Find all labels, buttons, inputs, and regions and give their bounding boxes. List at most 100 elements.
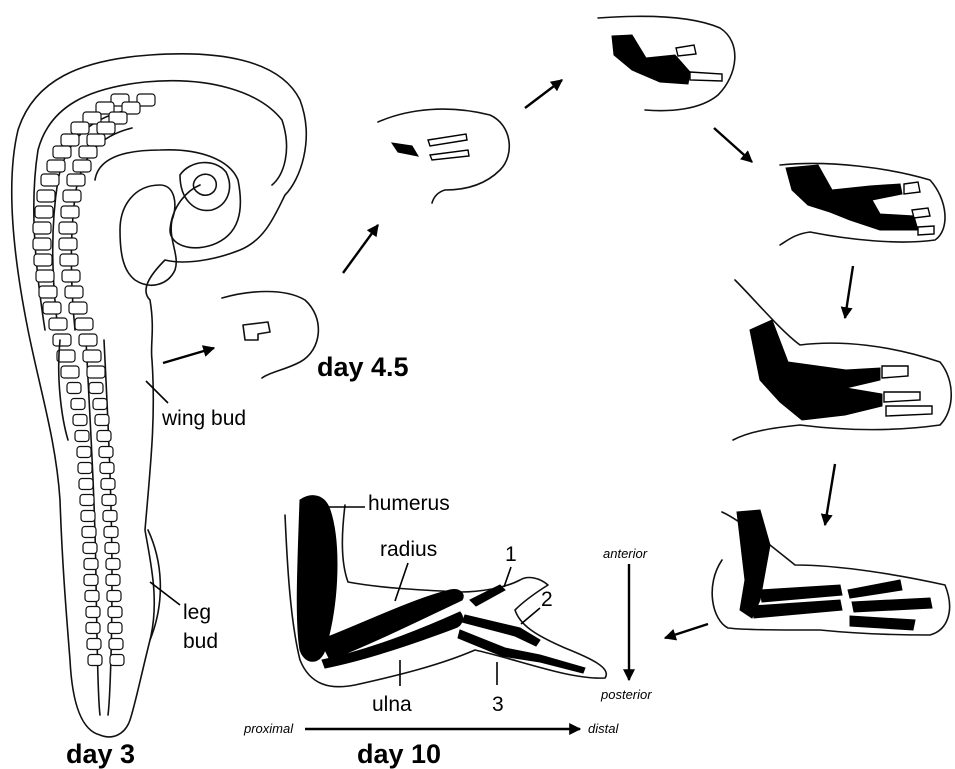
labels: wing bud leg bud humerus radius ulna 1 2… xyxy=(161,407,553,716)
somite xyxy=(63,190,81,202)
anterior-label: anterior xyxy=(603,546,648,561)
proximal-label: proximal xyxy=(243,721,294,736)
somite xyxy=(82,527,96,538)
somite xyxy=(83,350,101,362)
somite xyxy=(53,334,71,346)
digit-2-label: 2 xyxy=(541,588,553,611)
bud-outline xyxy=(222,292,318,379)
radius-label: radius xyxy=(380,538,437,561)
stage5-digit-b xyxy=(884,392,920,402)
stage5-cartilage xyxy=(750,320,882,420)
somite xyxy=(106,559,120,570)
somite xyxy=(97,122,115,134)
somite xyxy=(108,607,122,618)
stage6-digit-2 xyxy=(852,598,932,612)
somite xyxy=(83,543,97,554)
stage3-radius xyxy=(676,45,696,56)
ulna-label: ulna xyxy=(372,693,412,716)
day3-embryo xyxy=(12,54,307,737)
somite xyxy=(99,447,113,458)
somite xyxy=(67,383,81,394)
day4-5-label: day 4.5 xyxy=(317,352,409,382)
somite xyxy=(33,222,51,234)
somite xyxy=(69,302,87,314)
somite xyxy=(73,415,87,426)
head-fold xyxy=(95,150,240,248)
leg-bud-label-line1: leg xyxy=(183,601,211,624)
digit-1-label: 1 xyxy=(505,543,517,566)
somite xyxy=(106,575,120,586)
limb-stage-6 xyxy=(712,510,949,635)
somite xyxy=(59,238,77,250)
day10-limb xyxy=(285,496,606,687)
heart xyxy=(120,185,176,285)
somite xyxy=(103,511,117,522)
eye-inner xyxy=(193,174,216,195)
somite xyxy=(75,431,89,442)
digit-1-bone xyxy=(470,585,505,606)
somite xyxy=(60,254,78,266)
digit-2-leader xyxy=(521,608,540,624)
arrow-stage3-to-stage4 xyxy=(714,128,752,162)
somite xyxy=(34,254,52,266)
digit-3-label: 3 xyxy=(492,693,504,716)
arrow-stage2-to-stage3 xyxy=(525,80,562,108)
stage4-digit-b xyxy=(912,208,930,218)
somite xyxy=(78,463,92,474)
somite xyxy=(61,366,79,378)
stage6-radius xyxy=(760,585,842,602)
limb-stage-5 xyxy=(733,280,951,440)
arrow-stage6-to-day10 xyxy=(665,624,708,638)
somite xyxy=(86,607,100,618)
somite xyxy=(67,174,85,186)
somite xyxy=(79,479,93,490)
somite xyxy=(84,559,98,570)
stage3-digit xyxy=(690,72,722,81)
somite xyxy=(81,511,95,522)
somite xyxy=(39,286,57,298)
somite xyxy=(61,134,79,146)
somite xyxy=(80,495,94,506)
somite xyxy=(105,543,119,554)
day4-5-bud xyxy=(222,292,318,379)
somite xyxy=(100,463,114,474)
somite xyxy=(89,383,103,394)
arrow-day3-to-day4-5 xyxy=(163,348,214,363)
stage3-humerus-ulna xyxy=(612,35,690,84)
arrow-stage5-to-stage6 xyxy=(825,464,835,525)
somite xyxy=(53,146,71,158)
somite xyxy=(104,527,118,538)
somite xyxy=(87,639,101,650)
stage4-digit-c xyxy=(918,226,934,235)
stage6-digit-1 xyxy=(848,580,902,598)
somite xyxy=(47,160,65,172)
somite xyxy=(59,222,77,234)
stage6-ulna xyxy=(752,600,842,618)
stage2-ulna xyxy=(430,150,469,160)
somite xyxy=(110,655,124,666)
stage4-cartilage xyxy=(786,165,918,230)
somite xyxy=(62,270,80,282)
somite xyxy=(35,206,53,218)
limb-stage-2 xyxy=(378,109,509,203)
limb-stage-4 xyxy=(780,163,945,245)
somite xyxy=(109,639,123,650)
somite xyxy=(37,190,55,202)
somite xyxy=(86,623,100,634)
stage5-digit-a xyxy=(882,366,908,378)
somites xyxy=(33,94,155,666)
stage5-digit-c xyxy=(886,406,932,416)
bud-condensation xyxy=(243,322,270,340)
wing-bud-leader xyxy=(146,381,168,403)
somite xyxy=(36,270,54,282)
somite xyxy=(75,318,93,330)
somite xyxy=(49,318,67,330)
somite xyxy=(71,399,85,410)
somite xyxy=(84,575,98,586)
arrow-day4-5-to-stage2 xyxy=(343,225,378,273)
stage4-digit-a xyxy=(904,182,920,194)
somite xyxy=(95,415,109,426)
somite xyxy=(41,174,59,186)
